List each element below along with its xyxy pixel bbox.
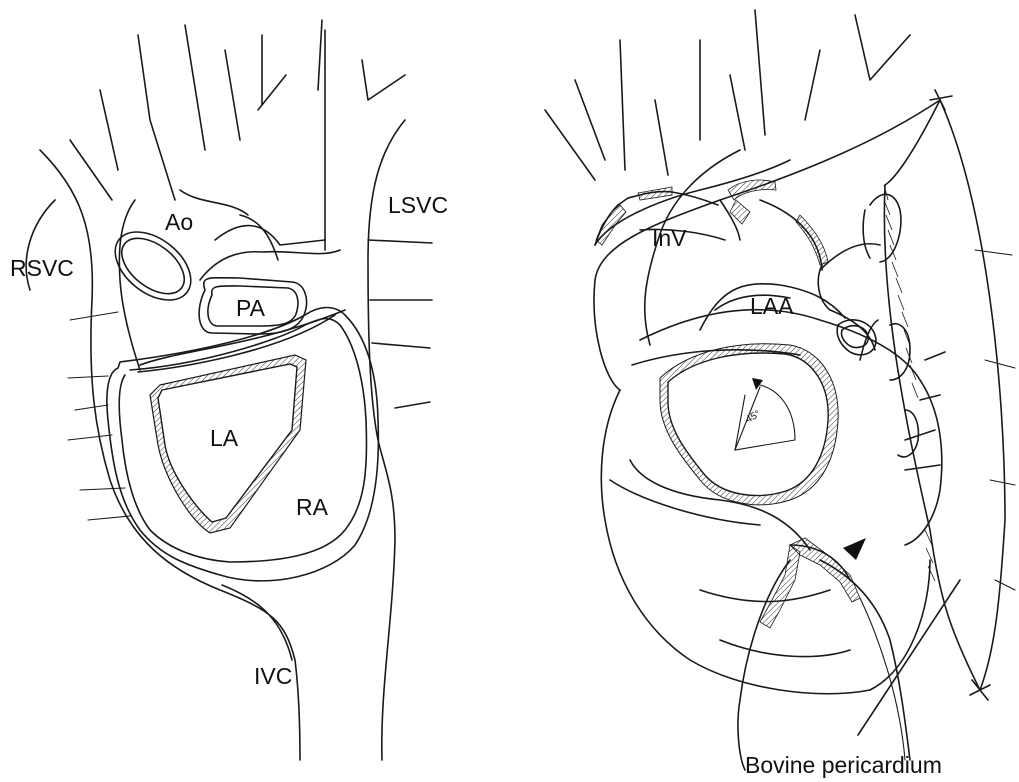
label-ivc: IVC [254, 663, 292, 689]
right-panel: 45° InV LAA Bovine pericardium [545, 10, 1015, 778]
label-ra: RA [296, 494, 329, 520]
right-top-branches [545, 10, 910, 180]
left-top-branches [70, 20, 405, 250]
arrowhead-marker [843, 538, 866, 560]
bovine-pericardium-patch [884, 90, 1015, 700]
aorta [102, 190, 340, 370]
label-laa: LAA [750, 293, 794, 319]
label-la: LA [210, 425, 239, 451]
label-rsvc: RSVC [10, 255, 74, 281]
left-panel: Ao LSVC RSVC PA LA RA IVC [10, 20, 448, 760]
ivc-outline [222, 585, 292, 660]
la-circular-anastomosis: 45° [660, 344, 838, 505]
label-lsvc: LSVC [388, 192, 448, 218]
label-pa: PA [236, 295, 266, 321]
inv-sutured-region [595, 180, 828, 265]
atria-body [107, 308, 379, 581]
label-ao: Ao [165, 209, 193, 235]
label-inv: InV [652, 225, 687, 251]
bovine-pericardium-leader [858, 580, 960, 735]
label-bovine-pericardium: Bovine pericardium [745, 752, 942, 778]
